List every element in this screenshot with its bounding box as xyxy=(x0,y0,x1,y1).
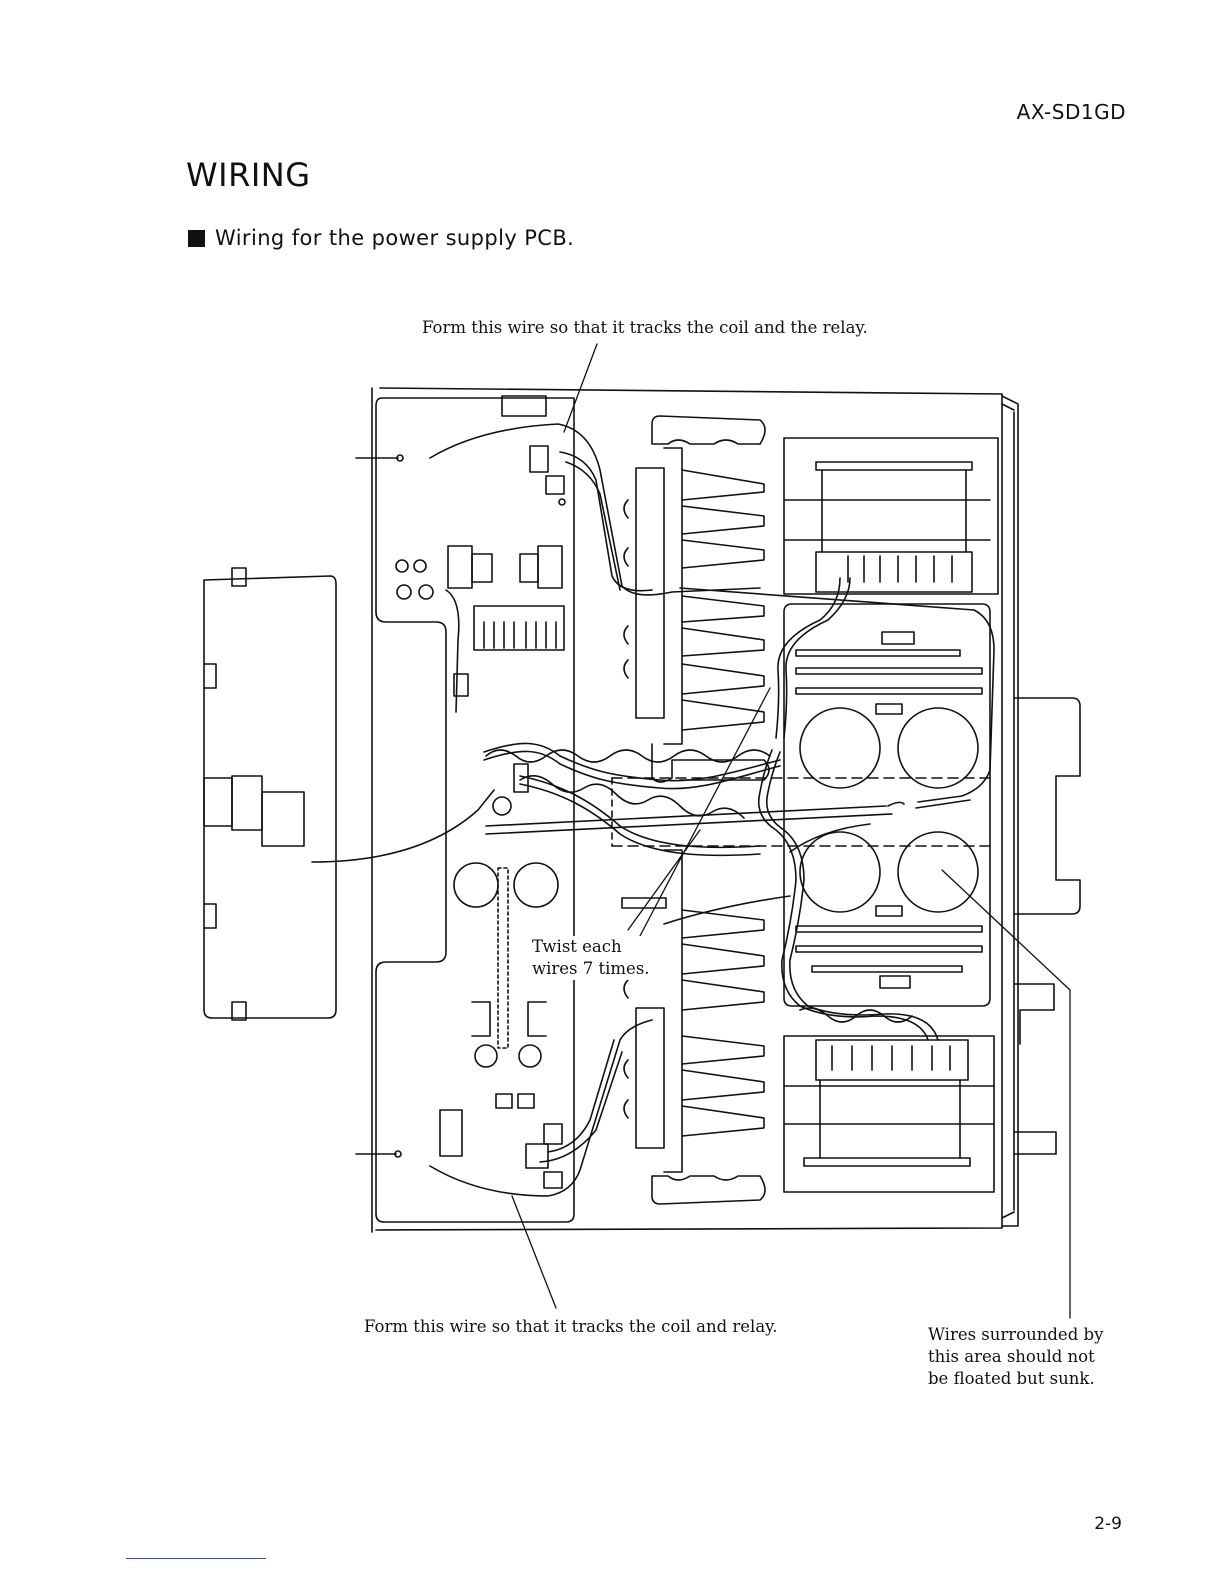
coil-transformer-top xyxy=(784,438,998,594)
coil-transformer-bottom xyxy=(784,1036,994,1192)
heat-sink-top xyxy=(624,416,769,782)
annotation-bottom: Form this wire so that it tracks the coi… xyxy=(364,1316,778,1338)
pcb-outline xyxy=(376,398,574,1222)
pcb-components xyxy=(396,396,565,1188)
annotation-top: Form this wire so that it tracks the coi… xyxy=(422,317,868,339)
annotation-right: Wires surrounded by this area should not… xyxy=(928,1324,1103,1390)
annotation-twist: Twist each wires 7 times. xyxy=(530,936,652,980)
page-number: 2-9 xyxy=(1094,1514,1122,1534)
chassis-outline xyxy=(372,388,1018,1232)
annotation-leaders xyxy=(512,344,1070,1318)
footer-rule xyxy=(126,1558,266,1559)
left-side-panel xyxy=(204,568,336,1020)
